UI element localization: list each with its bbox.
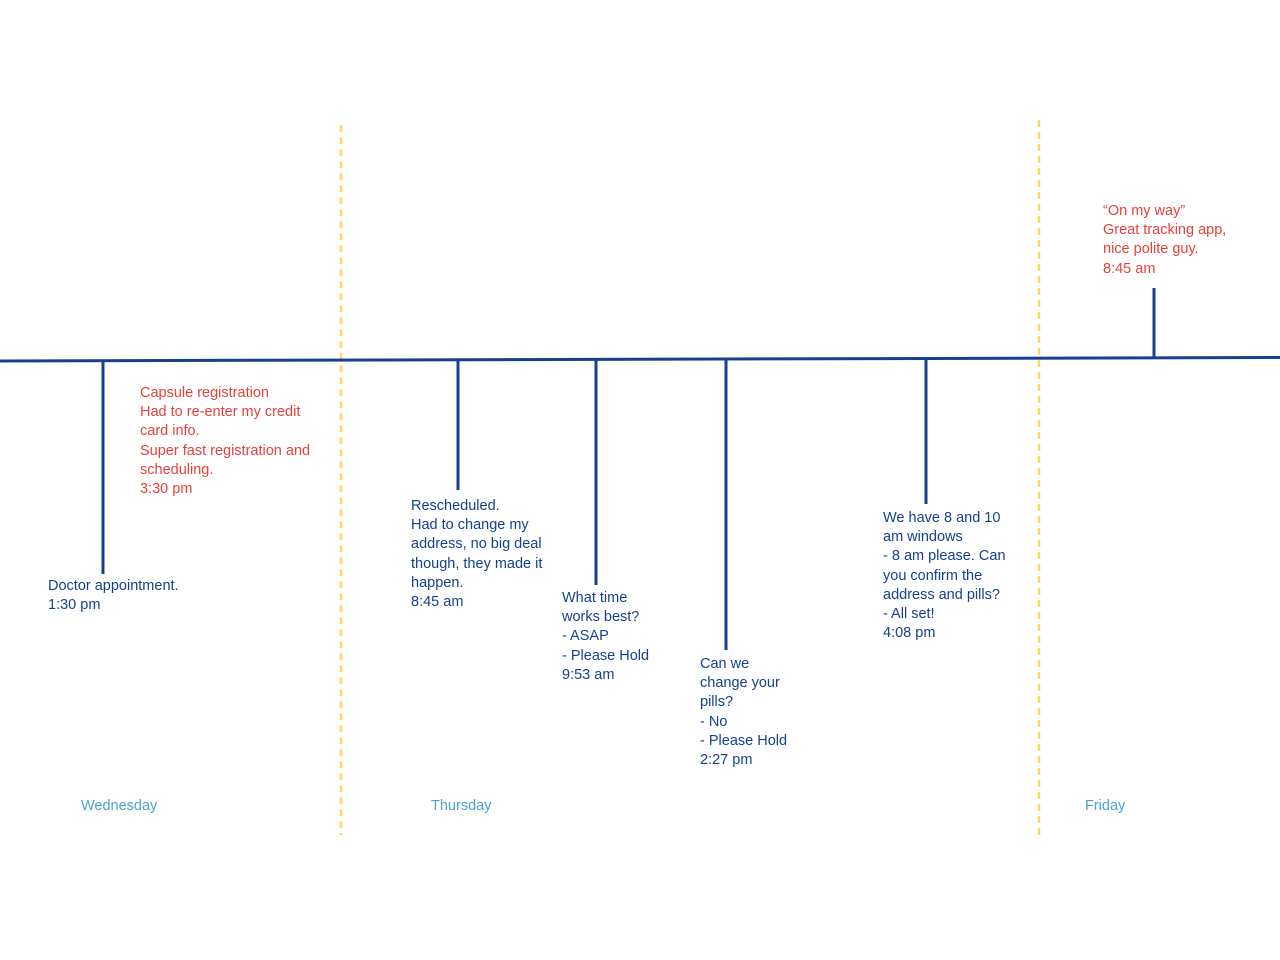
event-delivery-windows: We have 8 and 10 am windows - 8 am pleas… [883,510,1006,642]
day-label-thursday: Thursday [431,798,492,814]
day-label-friday: Friday [1085,798,1126,814]
event-capsule-registration: Capsule registration Had to re-enter my … [140,385,311,498]
event-doctor-appointment: Doctor appointment. 1:30 pm [48,578,179,614]
event-what-time: What time works best? - ASAP - Please Ho… [562,590,650,683]
event-change-pills: Can we change your pills? - No - Please … [700,656,788,769]
event-rescheduled: Rescheduled. Had to change my address, n… [411,498,543,611]
timeline-axis [0,356,1280,363]
event-on-my-way: “On my way” Great tracking app, nice pol… [1103,203,1227,277]
day-label-wednesday: Wednesday [81,798,158,814]
